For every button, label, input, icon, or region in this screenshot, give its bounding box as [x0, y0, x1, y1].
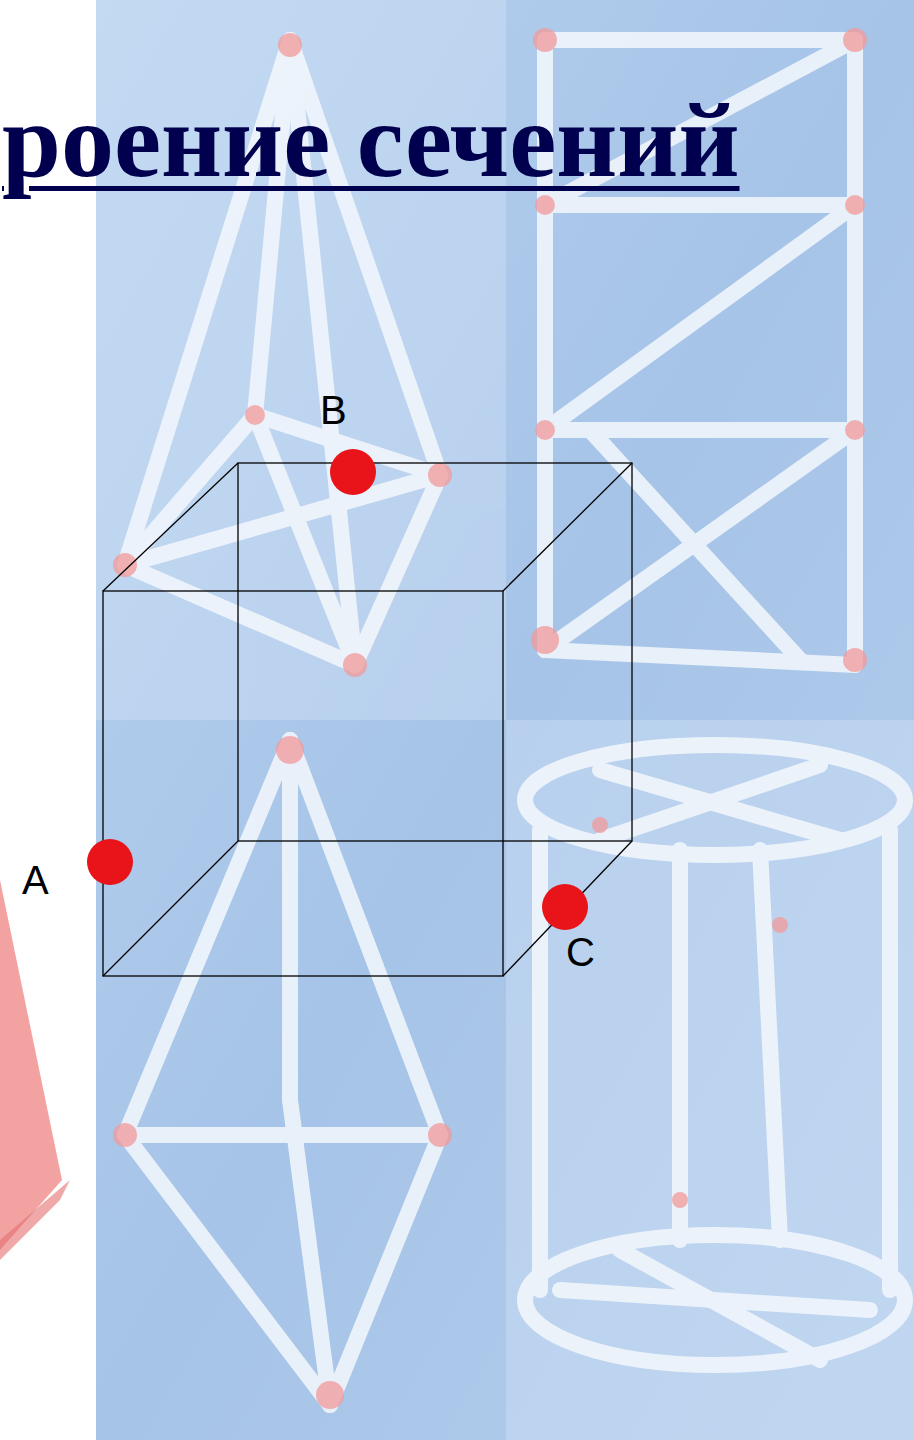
stick-models — [125, 40, 905, 1405]
pink-shape — [0, 880, 62, 1250]
blue-panel — [96, 0, 914, 1440]
slide-title: роение сечений — [2, 88, 740, 194]
cube — [103, 463, 632, 976]
model-joints — [113, 28, 867, 1409]
panel-tiles — [96, 0, 914, 1440]
point-label: C — [566, 932, 595, 972]
point-label: A — [22, 860, 49, 900]
point-label: B — [320, 390, 347, 430]
section-point — [87, 449, 588, 930]
pink-edge — [0, 1180, 70, 1260]
